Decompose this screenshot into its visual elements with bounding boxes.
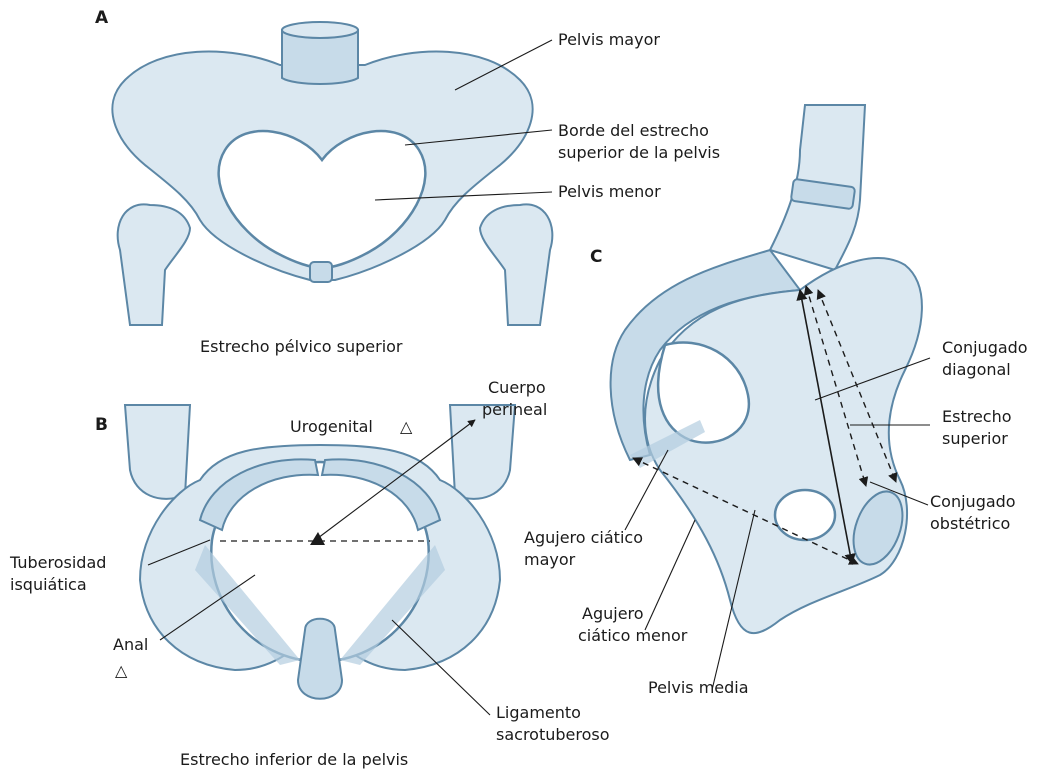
label-pelvis-media: Pelvis media [648,678,749,697]
label-tuberosidad-line2: isquiática [10,575,87,594]
panel-c-label: C [590,247,602,267]
label-ligamento-line1: Ligamento [496,703,581,722]
label-urogenital: Urogenital [290,417,373,436]
label-conj-obst-line2: obstétrico [930,514,1010,533]
label-agujero-menor-line2: ciático menor [578,626,688,645]
label-cuerpo-line1: Cuerpo [488,378,546,397]
coccyx-b [298,619,342,699]
label-pelvis-menor: Pelvis menor [558,182,661,201]
urogenital-triangle-icon: △ [400,417,413,436]
obturator-foramen [775,490,835,540]
right-femur [480,204,552,325]
panel-b-figure [125,405,515,699]
left-femur [118,204,190,325]
b-right-femur [450,405,515,499]
panel-a-label: A [95,8,109,28]
label-agujero-menor-line1: Agujero [582,604,644,623]
anal-triangle-icon: △ [115,661,128,680]
panel-b-label: B [95,415,108,435]
panel-a-figure [112,22,552,325]
label-cuerpo-line2: perineal [482,400,547,419]
label-agujero-mayor-line2: mayor [524,550,576,569]
label-conj-diag-line2: diagonal [942,360,1011,379]
label-anal: Anal [113,635,148,654]
caption-a: Estrecho pélvico superior [200,337,403,356]
b-left-femur [125,405,190,499]
label-ligamento-line2: sacrotuberoso [496,725,610,744]
label-conj-diag-line1: Conjugado [942,338,1028,357]
label-estrecho-line2: superior [942,429,1008,448]
label-pelvis-mayor: Pelvis mayor [558,30,660,49]
caption-b: Estrecho inferior de la pelvis [180,750,408,769]
label-estrecho-line1: Estrecho [942,407,1012,426]
label-agujero-mayor-line1: Agujero ciático [524,528,643,547]
label-tuberosidad-line1: Tuberosidad [9,553,106,572]
label-borde-line1: Borde del estrecho [558,121,709,140]
label-borde-line2: superior de la pelvis [558,143,720,162]
label-conj-obst-line1: Conjugado [930,492,1016,511]
